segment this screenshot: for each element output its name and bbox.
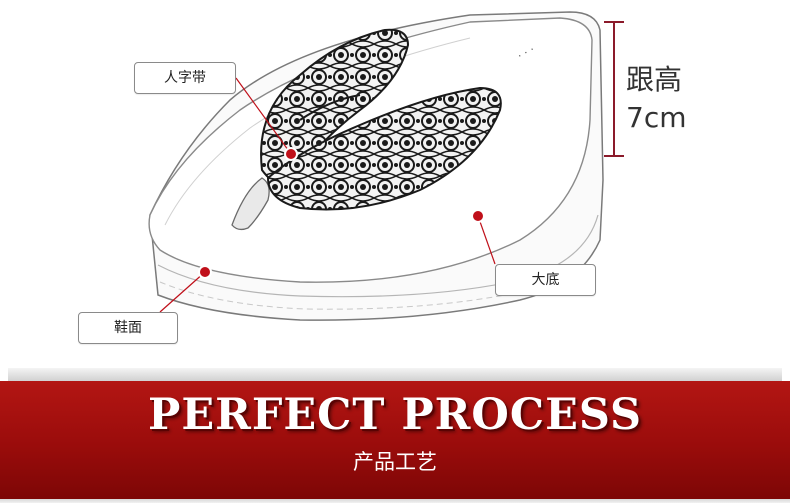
upper-marker	[159, 265, 212, 313]
banner-title: PERFECT PROCESS	[147, 390, 643, 440]
sole-marker	[471, 209, 496, 265]
banner-bottom-edge	[0, 499, 790, 503]
heel-height-value: 7cm	[626, 101, 687, 134]
heel-height-label: 跟高	[626, 63, 683, 96]
thong-post	[231, 177, 270, 231]
heel-height-measure	[604, 21, 624, 157]
banner-top-shadow	[8, 368, 782, 384]
strap-marker	[235, 77, 298, 161]
callout-upper: 鞋面	[78, 312, 178, 344]
sandal-strap	[260, 28, 502, 211]
callout-sole: 大底	[495, 264, 596, 296]
callout-strap: 人字带	[134, 62, 236, 94]
section-banner	[0, 381, 790, 499]
banner-subtitle: 产品工艺	[353, 450, 437, 474]
